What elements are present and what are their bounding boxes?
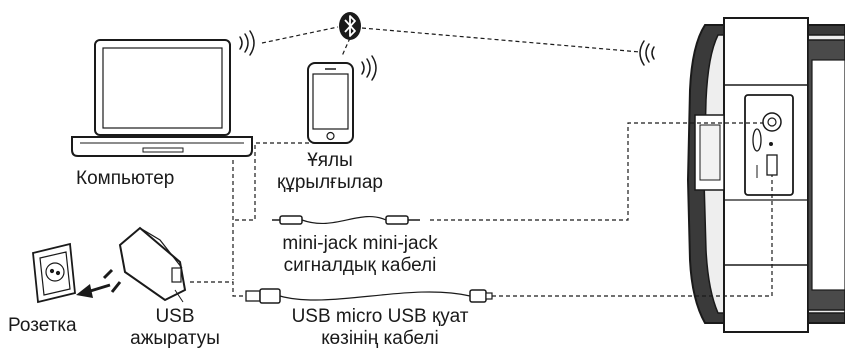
mobile-devices-label: Ұялы құрылғылар	[255, 150, 405, 194]
cable-routes	[190, 122, 773, 297]
mobile-devices-label-line1: Ұялы	[307, 150, 353, 171]
mini-jack-cable	[272, 215, 420, 225]
laptop-icon	[71, 39, 253, 157]
wireless-signal-icon	[639, 40, 655, 66]
usb-cable	[245, 288, 493, 304]
usb-cable-label-line1: USB micro USB қуат	[291, 306, 469, 327]
usb-adapter-label-line2: ажыратуы	[130, 328, 220, 349]
plug-in-arrow	[76, 283, 111, 298]
wireless-signal-icon	[361, 55, 377, 81]
socket-label: Розетка	[8, 315, 77, 336]
jack-cable-label: mini-jack mini-jack сигналдық кабелі	[255, 233, 465, 277]
bluetooth-icon	[339, 12, 361, 40]
usb-cable-label: USB micro USB қуат көзінің кабелі	[260, 306, 500, 350]
wireless-signal-icon	[239, 30, 255, 56]
bluetooth-links	[261, 26, 641, 57]
phone-icon	[307, 62, 354, 144]
usb-cable-label-line2: көзінің кабелі	[321, 328, 439, 349]
jack-cable-label-line2: сигналдық кабелі	[283, 255, 437, 276]
usb-adapter-icon	[102, 226, 187, 303]
mobile-devices-label-line2: құрылғылар	[277, 172, 383, 193]
speaker-icon	[686, 17, 845, 333]
usb-adapter-label: USB ажыратуы	[120, 306, 230, 350]
jack-cable-label-line1: mini-jack mini-jack	[282, 233, 438, 254]
computer-label: Компьютер	[76, 168, 175, 189]
usb-adapter-label-line1: USB	[155, 306, 195, 327]
socket-icon	[32, 242, 76, 304]
